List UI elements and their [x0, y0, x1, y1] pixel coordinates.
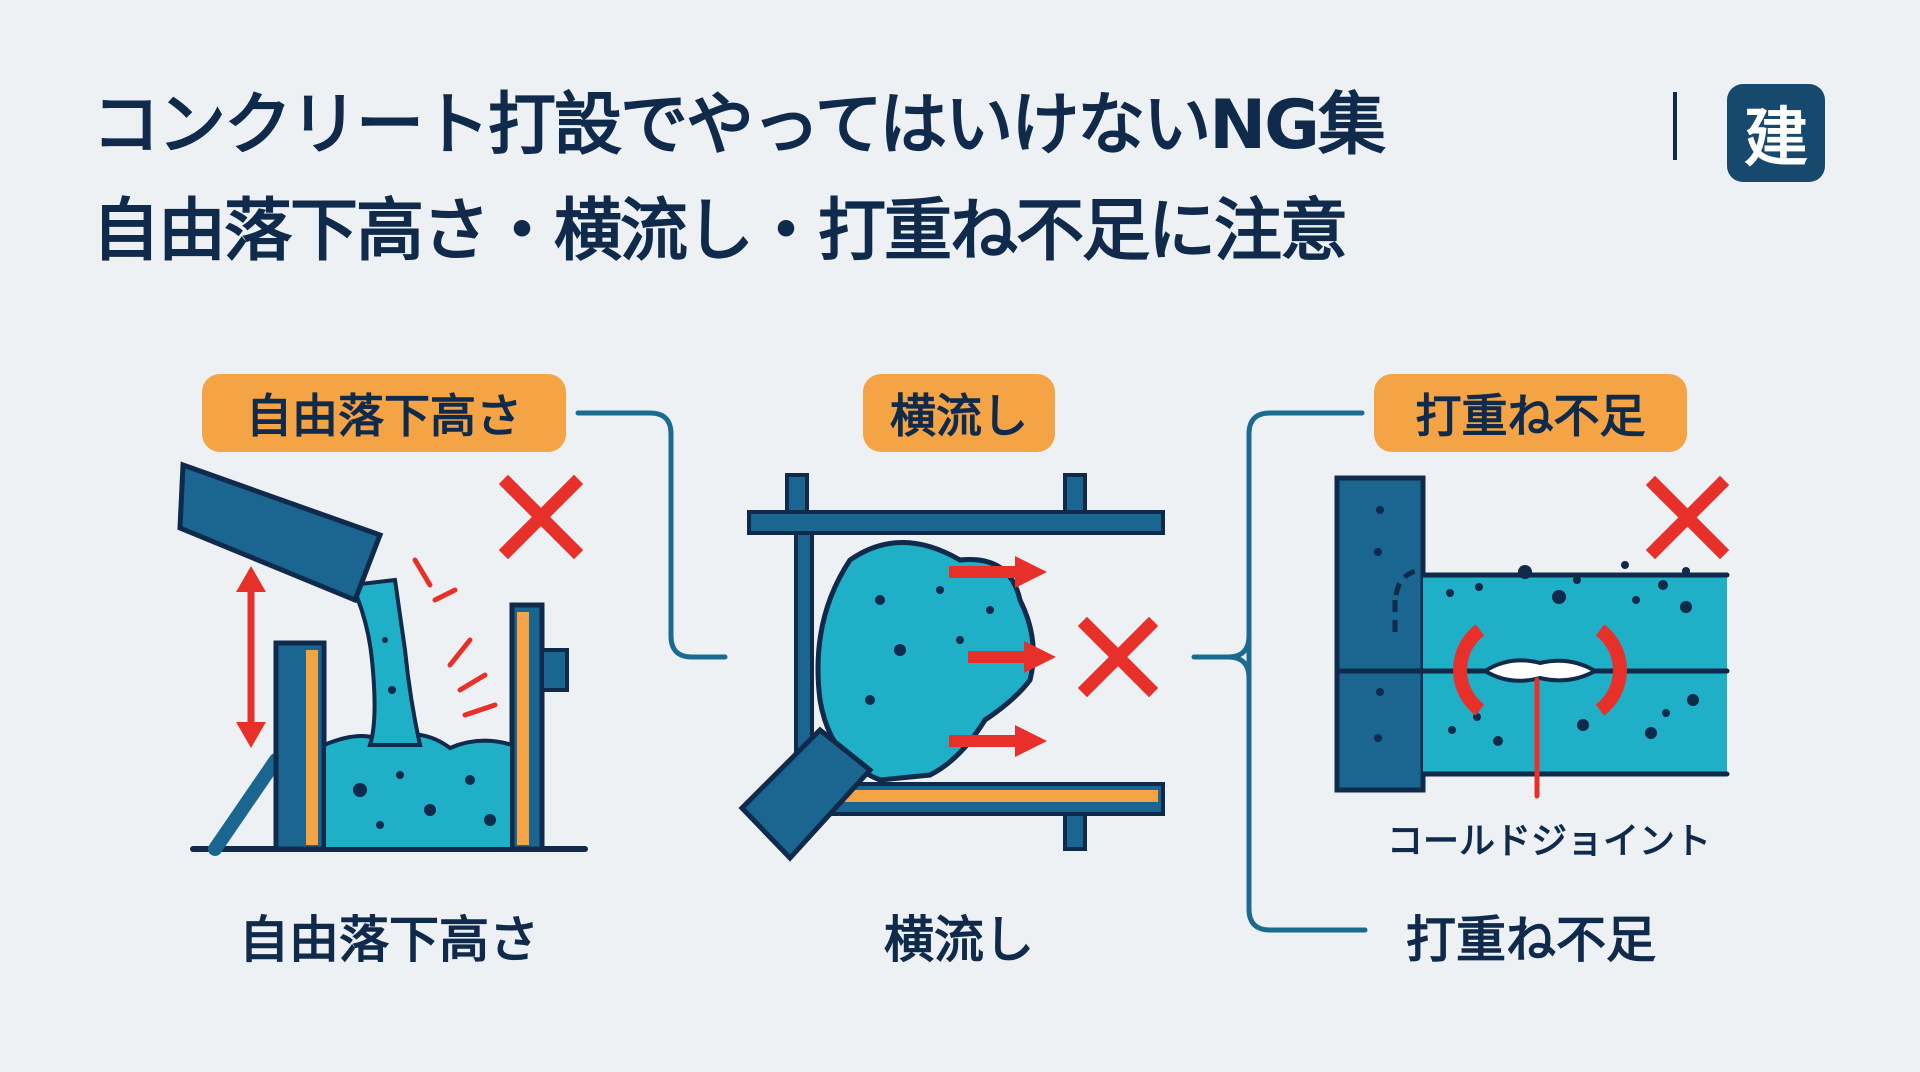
ng-x-icon	[1077, 616, 1159, 698]
cold-joint-illustration	[1334, 475, 1730, 799]
ng-x-icon	[498, 474, 584, 560]
connector-bracket-right	[1191, 410, 1368, 933]
tag-lateral-flow: 横流し	[863, 374, 1055, 452]
category-badge: 建	[1727, 84, 1825, 182]
free-fall-illustration	[177, 461, 588, 856]
tag-insufficient-layering: 打重ね不足	[1374, 374, 1687, 452]
tag-free-fall: 自由落下高さ	[202, 374, 566, 452]
ng-x-icon	[1645, 475, 1730, 560]
caption-insufficient-layering: 打重ね不足	[1406, 911, 1656, 969]
caption-free-fall: 自由落下高さ	[239, 911, 539, 969]
cold-joint-label: コールドジョイント	[1386, 821, 1712, 862]
flow-arrows	[949, 556, 1056, 757]
page-subtitle: 自由落下高さ・横流し・打重ね不足に注意	[92, 192, 1348, 271]
impact-lines	[412, 557, 498, 718]
height-arrow-icon	[236, 566, 266, 748]
lateral-flow-illustration	[738, 473, 1165, 862]
caption-lateral-flow: 横流し	[884, 911, 1034, 969]
connector-left	[575, 410, 728, 660]
page-title-line1: コンクリート打設でやってはいけないNG集	[92, 86, 1386, 165]
title-divider	[1673, 92, 1677, 160]
